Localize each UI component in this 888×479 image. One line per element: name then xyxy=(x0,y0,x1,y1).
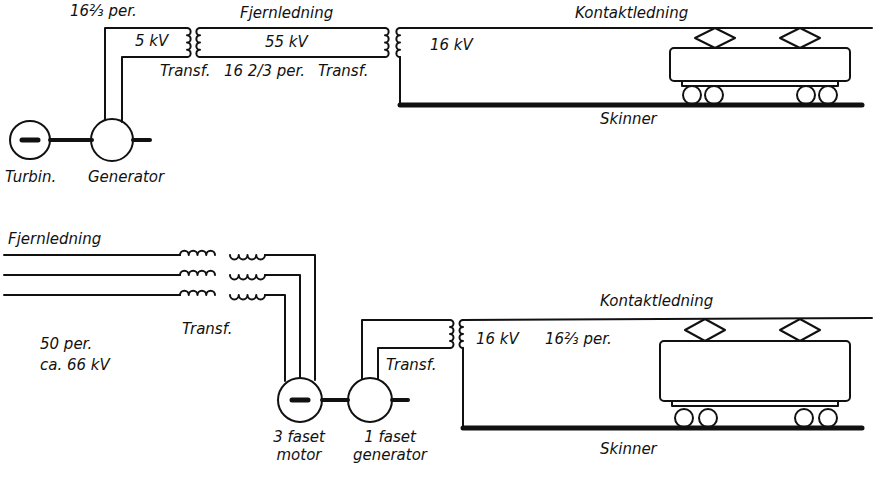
wire xyxy=(462,348,464,428)
coil xyxy=(180,291,215,295)
shaft xyxy=(322,398,348,402)
contact-wire xyxy=(463,318,872,320)
label: 55 kV xyxy=(265,33,308,51)
shaft xyxy=(133,138,150,142)
label: 5 kV xyxy=(135,32,168,50)
label: 50 per. xyxy=(40,335,92,353)
label: Skinner xyxy=(600,440,657,458)
three-phase-line xyxy=(4,255,180,295)
label: Turbin. xyxy=(5,168,56,186)
label: 16⅔ per. xyxy=(70,2,137,20)
motor xyxy=(278,378,322,422)
shaft xyxy=(392,398,408,402)
label: ca. 66 kV xyxy=(40,356,110,374)
coil xyxy=(450,320,454,348)
coil xyxy=(230,255,265,259)
transformer-coils xyxy=(180,28,463,348)
label: Fjernledning xyxy=(8,230,101,248)
coil xyxy=(187,28,191,57)
locomotive xyxy=(670,28,850,104)
label: 16 kV xyxy=(476,330,519,348)
locomotive xyxy=(660,319,850,427)
coil xyxy=(396,28,400,57)
turbine xyxy=(10,121,50,159)
label: Skinner xyxy=(600,110,657,128)
generator xyxy=(91,119,133,161)
label: Transf. xyxy=(160,62,210,80)
coil xyxy=(460,320,463,348)
rail xyxy=(400,103,862,108)
coil xyxy=(230,275,265,279)
wire xyxy=(399,57,401,105)
label: 16 2/3 per. xyxy=(224,62,305,80)
label: 16 kV xyxy=(430,36,473,54)
coil xyxy=(230,295,265,299)
wire xyxy=(265,255,315,381)
coil xyxy=(385,28,389,57)
turbine-slot xyxy=(22,138,38,143)
transmission-line xyxy=(200,28,385,57)
label: 1 faset generator xyxy=(340,428,440,464)
label: Transf. xyxy=(318,62,368,80)
shaft xyxy=(50,138,92,142)
motor-slot xyxy=(292,398,308,403)
label: Transf. xyxy=(386,356,436,374)
label: 16⅔ per. xyxy=(545,330,612,348)
wire xyxy=(362,320,450,379)
label: Transf. xyxy=(182,320,232,338)
coil xyxy=(180,271,215,275)
label: Generator xyxy=(88,168,164,186)
coil xyxy=(180,251,215,255)
label: 3 faset motor xyxy=(262,428,336,464)
coil xyxy=(196,28,200,57)
generator xyxy=(348,378,392,422)
label: Fjernledning xyxy=(240,4,333,22)
label: Kontaktledning xyxy=(600,292,713,310)
label: Kontaktledning xyxy=(575,4,688,22)
